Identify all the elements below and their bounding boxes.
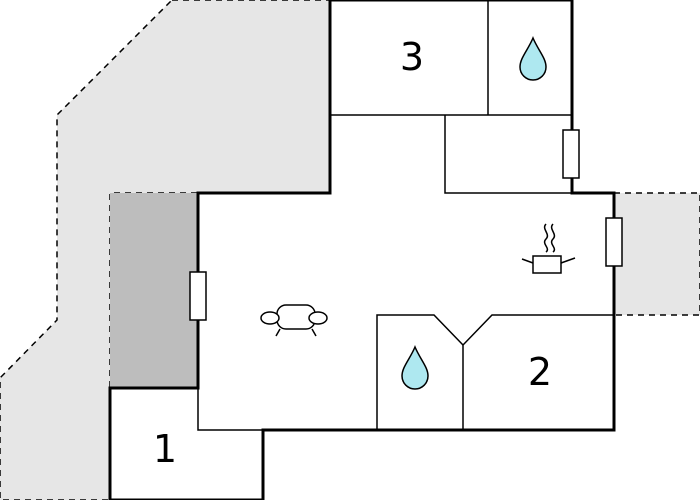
wall-bathroom xyxy=(376,314,464,430)
wall-room1-top xyxy=(197,388,263,431)
interior-walls xyxy=(197,0,614,431)
water-drop-icon xyxy=(401,345,429,390)
room-label-2: 2 xyxy=(528,350,552,394)
outdoor-area-right xyxy=(613,192,700,316)
cooking-pot-icon xyxy=(521,223,576,274)
building-fill xyxy=(110,0,614,500)
water-drop-icon xyxy=(519,36,547,81)
window-left xyxy=(189,271,207,321)
wall-room2 xyxy=(462,314,614,430)
window-right xyxy=(605,217,623,267)
wall-hall-box xyxy=(444,115,572,194)
window-top-right xyxy=(562,129,580,179)
room-label-1: 1 xyxy=(153,427,177,471)
covered-area xyxy=(110,193,198,388)
sofa-icon xyxy=(260,304,328,337)
room-label-3: 3 xyxy=(400,35,424,79)
